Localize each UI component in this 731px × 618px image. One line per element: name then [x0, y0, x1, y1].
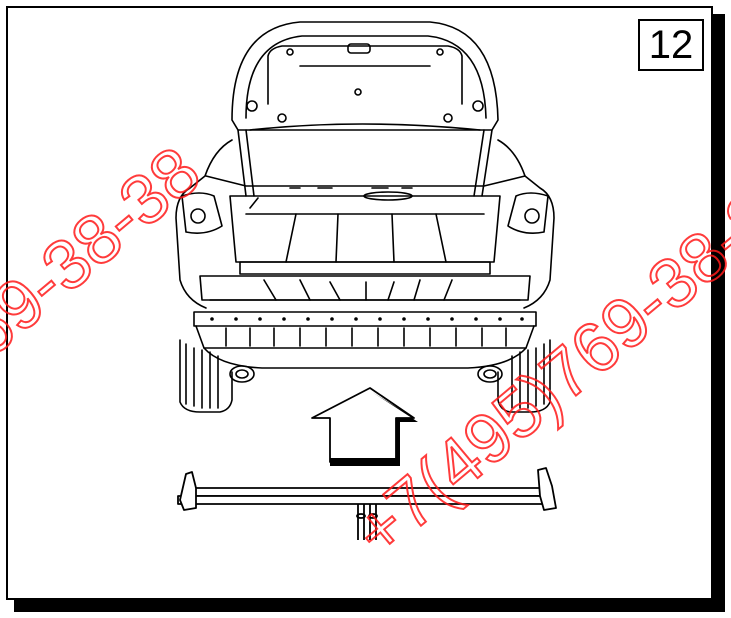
step-number: 12 [648, 23, 694, 67]
step-number-box: 12 [638, 19, 704, 71]
car-rear-view-icon [175, 21, 555, 413]
up-arrow-icon [311, 387, 418, 466]
tow-bar-beam-icon [177, 467, 557, 540]
watermark-left: 69-38-38 [0, 132, 214, 372]
watermark-right: +7(495)769-38-3 [340, 175, 731, 571]
